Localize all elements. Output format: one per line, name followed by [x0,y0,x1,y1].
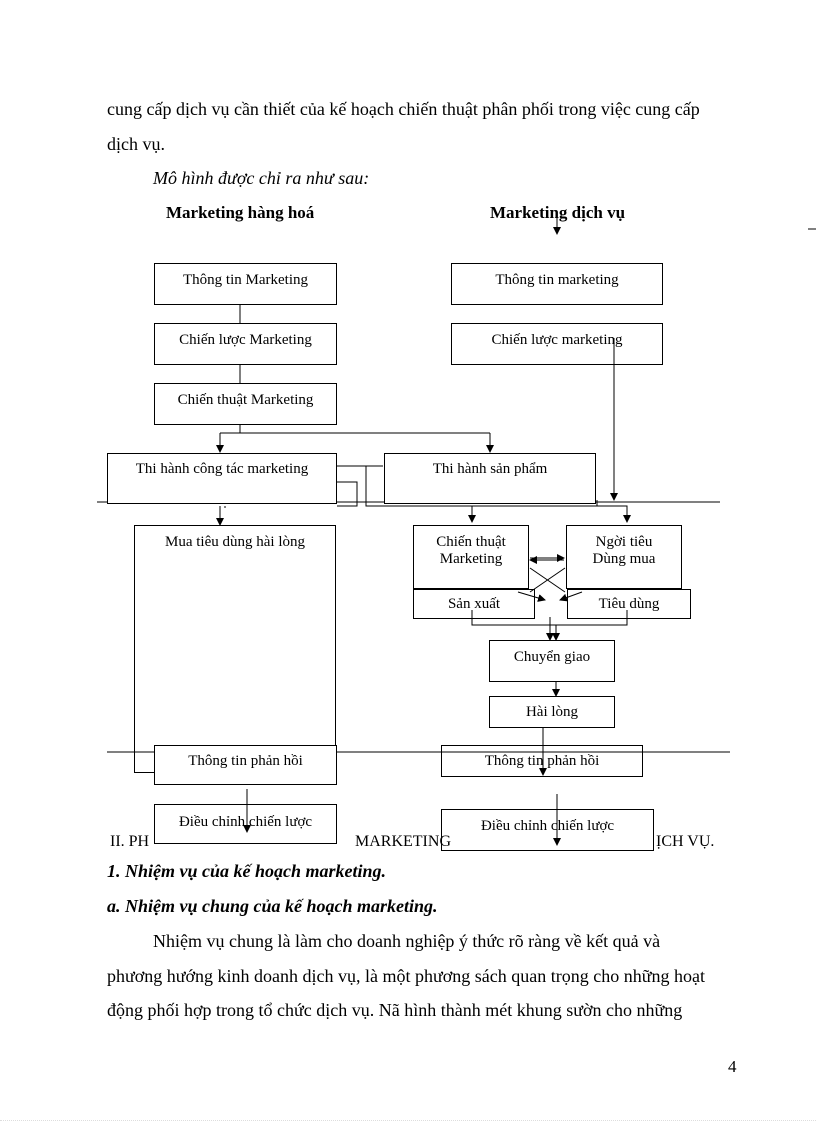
section-heading-part-1: II. PH [110,833,150,850]
right-feedback-box: Thông tin phản hồi [441,745,643,777]
right-delivery-box: Chuyển giao [489,640,615,682]
right-info-box: Thông tin marketing [451,263,663,305]
left-tactic-box: Chiến thuật Marketing [154,383,337,425]
right-adjust-box: Điều chỉnh chiến lược [441,809,654,851]
right-satisfied-box: Hài lòng [489,696,615,728]
right-diagram-title: Marketing dịch vụ [490,203,626,222]
section-heading-part-2: MARKETING [355,833,451,850]
right-strategy-box: Chiến lược marketing [451,323,663,365]
paragraph-line-1: Nhiệm vụ chung là làm cho doanh nghiệp ý… [153,931,661,951]
paragraph-line-3: động phối hợp trong tổ chức dịch vụ. Nã … [107,1000,683,1020]
heading-1: 1. Nhiệm vụ của kế hoạch marketing. [107,861,387,881]
left-adjust-box: Điều chỉnh chiến lược [154,804,337,844]
paragraph-line-2: phương hướng kinh doanh dịch vụ, là một … [107,966,705,986]
left-info-box: Thông tin Marketing [154,263,337,305]
left-diagram-title: Marketing hàng hoá [166,203,315,222]
page-bottom-divider [0,1120,816,1121]
right-consumption-box: Tiêu dùng [567,589,691,619]
model-note: Mô hình được chỉ ra như sau: [153,168,370,188]
intro-line-1: cung cấp dịch vụ cần thiết của kế hoạch … [107,99,700,119]
section-heading-part-3: ỊCH VỤ. [656,833,715,850]
page-number: 4 [728,1057,737,1076]
left-purchase-box: Mua tiêu dùng hài lòng [134,525,336,773]
left-feedback-box: Thông tin phản hồi [154,745,337,785]
right-execute-box: Thi hành sản phẩm [384,453,596,504]
heading-2: a. Nhiệm vụ chung của kế hoạch marketing… [107,896,438,916]
right-production-box: Sản xuất [413,589,535,619]
left-strategy-box: Chiến lược Marketing [154,323,337,365]
left-execute-box: Thi hành công tác marketing [107,453,337,504]
intro-line-2: dịch vụ. [107,134,165,154]
